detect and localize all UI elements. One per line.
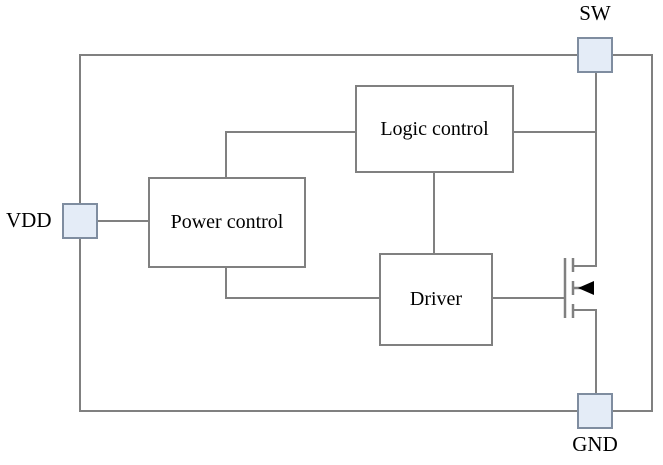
pad-label-vdd: VDD	[6, 208, 52, 232]
pad-vdd[interactable]	[62, 203, 98, 239]
block-label-power-control: Power control	[170, 211, 284, 233]
block-label-logic-control: Logic control	[380, 118, 489, 140]
pad-label-sw: SW	[579, 1, 611, 25]
block-logic-control[interactable]	[355, 85, 514, 173]
pad-gnd[interactable]	[577, 393, 613, 429]
wire-power-control-to-driver	[225, 266, 381, 299]
pad-label-gnd: GND	[572, 432, 618, 456]
mosfet-bulk-arrow-icon	[578, 281, 594, 295]
wire-power-control-to-logic-control	[225, 131, 357, 179]
block-label-driver: Driver	[409, 288, 463, 310]
pad-sw[interactable]	[577, 37, 613, 73]
block-driver[interactable]	[379, 253, 493, 346]
block-power-control[interactable]	[148, 177, 306, 268]
